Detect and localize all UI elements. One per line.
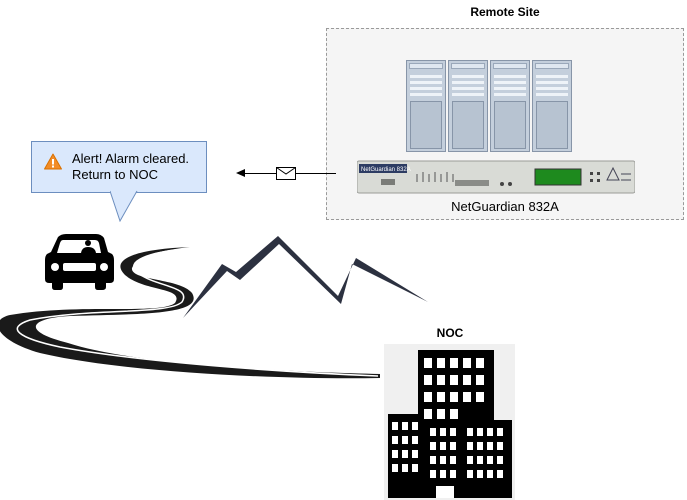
device-faceplate-text: NetGuardian 832A xyxy=(361,167,411,173)
lcd-display xyxy=(534,168,582,186)
callout-tail xyxy=(110,190,138,222)
alert-message: Alert! Alarm cleared. Return to NOC xyxy=(72,151,202,183)
alert-line-2: Return to NOC xyxy=(72,167,158,182)
warning-icon xyxy=(44,153,62,170)
server-unit xyxy=(406,60,446,152)
device-label: NetGuardian 832A xyxy=(451,199,559,214)
arrow-head xyxy=(236,169,245,177)
mountains xyxy=(183,236,428,318)
server-unit xyxy=(490,60,530,152)
remote-site-title: Remote Site xyxy=(470,5,540,19)
alert-line-1: Alert! Alarm cleared. xyxy=(72,151,190,166)
server-unit xyxy=(448,60,488,152)
road xyxy=(0,247,380,379)
car-icon xyxy=(45,234,114,290)
envelope-icon xyxy=(276,167,296,180)
server-unit xyxy=(532,60,572,152)
server-rack-icon xyxy=(406,60,576,152)
noc-title: NOC xyxy=(436,326,464,340)
netguardian-device: NetGuardian 832A xyxy=(357,160,635,194)
